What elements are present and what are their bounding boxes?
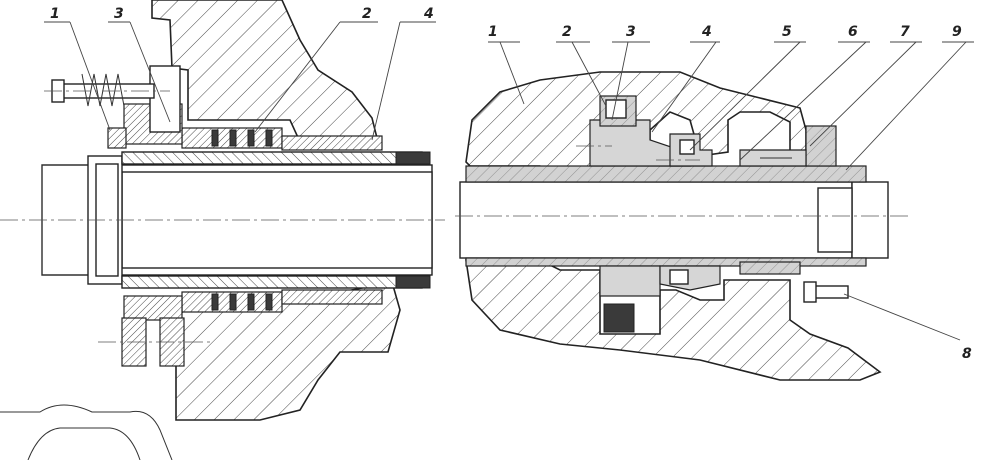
left-callout-3: 3 [114,6,124,22]
right-housing-lower [465,259,882,381]
left-callout-1: 1 [50,6,60,22]
right-callout-6: 6 [848,24,858,40]
right-shaft-end [851,181,889,259]
left-sleeve-top [121,151,423,165]
right-collar-bottom [739,261,801,275]
right-callout-9: 9 [952,24,962,40]
right-callout-4: 4 [701,24,712,40]
right-callout-3: 3 [626,24,636,40]
left-callout-2: 2 [362,6,372,22]
right-rotating-ring-bottom [659,265,721,291]
right-callout-8: 8 [962,346,972,362]
left-gland-bottom [123,295,183,321]
left-callout-4: 4 [423,6,434,22]
left-housing-upper [151,0,380,143]
right-flange-top [805,125,837,167]
left-gland-flange-top [149,65,181,133]
right-bushing-bottom [603,303,635,333]
left-spring-icon [81,73,125,107]
left-base-foot-inner [27,427,141,460]
right-callout-7: 7 [900,24,910,40]
right-callout-2: 2 [562,24,572,40]
right-shaft [459,181,853,259]
right-callout-1: 1 [488,24,498,40]
left-sleeve-bottom [121,275,423,289]
right-seal-housing-bottom [599,265,661,297]
right-callout-5: 5 [782,24,792,40]
left-seal-view: 1 3 2 4 [0,0,445,460]
left-stationary-ring-bottom [281,289,383,305]
right-sleeve-bottom [465,257,867,267]
left-base-foot [0,404,173,460]
right-seal-view: 1 2 3 4 5 6 7 9 8 [455,24,974,381]
left-stationary-ring-top [281,135,383,151]
right-bolt-bottom [813,285,849,299]
right-sleeve-top [465,165,867,183]
